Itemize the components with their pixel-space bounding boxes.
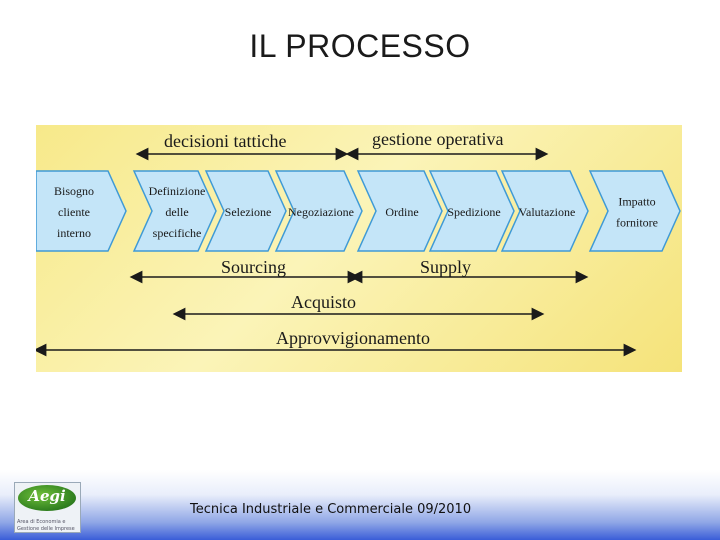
aegi-logo: Aegi Area di Economia e Gestione delle I…: [14, 482, 81, 533]
chevron-group: Bisogno cliente interno Definizione delle spe…: [36, 170, 681, 252]
chevron-step-4-text: Negoziazione: [288, 205, 354, 219]
chevron-step-2-text: Definizione: [149, 184, 206, 198]
chevron-step-1-text: interno: [57, 226, 91, 240]
chevron-step-2-text: specifiche: [153, 226, 202, 240]
footer-text: Tecnica Industriale e Commerciale 09/201…: [190, 502, 472, 517]
chevron-step-6: [428, 170, 515, 252]
process-diagram: decisioni tattiche gestione operativa Bi…: [36, 125, 682, 372]
chevron-step-1-text: cliente: [58, 205, 90, 219]
logo-subtitle-2: Gestione delle Imprese: [17, 526, 75, 532]
chevron-step-4: [274, 170, 363, 252]
chevron-step-8: [588, 170, 681, 252]
chevron-step-5: [356, 170, 443, 252]
chevron-step-2-text: delle: [165, 205, 188, 219]
logo-subtitle-1: Area di Economia e: [17, 519, 66, 525]
chevron-step-2: [132, 170, 217, 252]
label-sourcing: Sourcing: [221, 257, 286, 277]
process-diagram-svg: decisioni tattiche gestione operativa Bi…: [36, 129, 681, 357]
logo-emblem: [18, 485, 76, 511]
chevron-step-8-text: Impatto: [618, 195, 655, 209]
label-gestione-operativa: gestione operativa: [372, 129, 503, 149]
label-decisioni-tattiche: decisioni tattiche: [164, 131, 286, 151]
chevron-step-1: [36, 170, 127, 252]
chevron-step-3: [204, 170, 287, 252]
label-approvvigionamento: Approvvigionamento: [276, 328, 430, 348]
chevron-step-6-text: Spedizione: [447, 205, 500, 219]
logo-name: Aegi: [28, 487, 66, 505]
chevron-step-8-text: fornitore: [616, 216, 658, 230]
label-supply: Supply: [420, 257, 471, 277]
chevron-step-7: [500, 170, 589, 252]
slide-title: IL PROCESSO: [249, 28, 471, 64]
footer-band: [0, 470, 720, 540]
chevron-step-7-text: Valutazione: [519, 205, 576, 219]
chevron-step-3-text: Selezione: [225, 205, 272, 219]
label-acquisto: Acquisto: [291, 292, 356, 312]
chevron-step-5-text: Ordine: [385, 205, 418, 219]
chevron-step-1-text: Bisogno: [54, 184, 94, 198]
